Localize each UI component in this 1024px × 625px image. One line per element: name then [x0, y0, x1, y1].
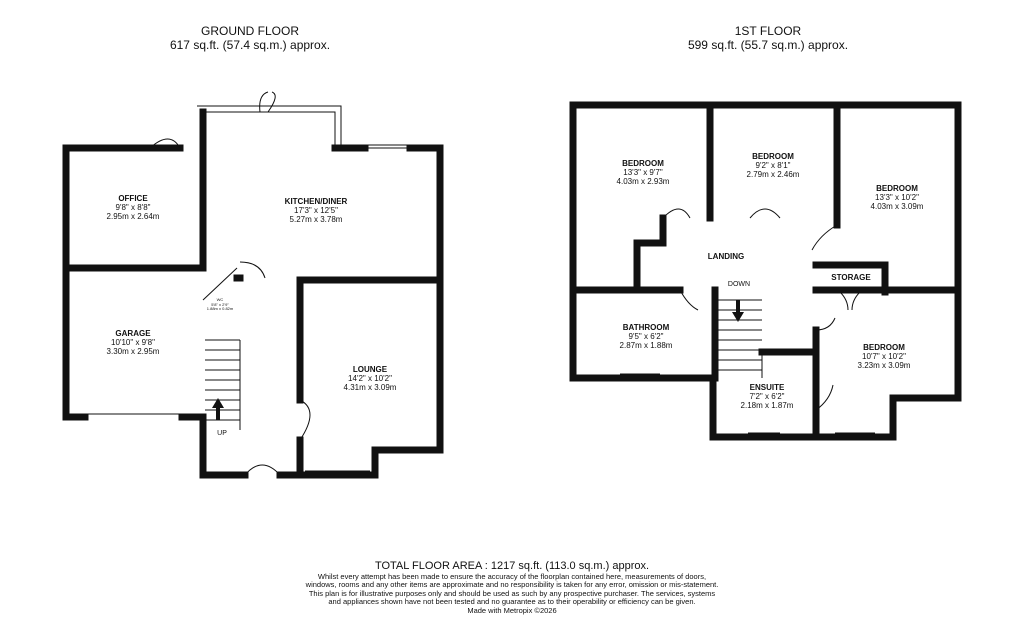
room-name: BEDROOM — [622, 159, 664, 168]
room-imperial: 10'7" x 10'2" — [862, 352, 906, 362]
room-kitchen: KITCHEN/DINER 17'3" x 12'5" 5.27m x 3.78… — [285, 197, 348, 225]
room-metric: 4.31m x 3.09m — [343, 383, 397, 393]
room-metric: 2.18m x 1.87m — [740, 401, 794, 411]
room-name: BEDROOM — [863, 343, 905, 352]
room-metric: 2.79m x 2.46m — [746, 170, 800, 180]
room-name: OFFICE — [118, 194, 148, 203]
credit: Made with Metropix ©2026 — [467, 606, 557, 616]
stairs-down-label: DOWN — [727, 281, 751, 288]
room-metric: 4.03m x 3.09m — [870, 202, 924, 212]
room-name: BEDROOM — [876, 184, 918, 193]
room-imperial: 13'3" x 9'7" — [623, 168, 663, 178]
room-imperial: 7'2" x 6'2" — [749, 392, 785, 402]
ground-floor-walls — [62, 108, 444, 479]
room-bedroom-1: BEDROOM 13'3" x 9'7" 4.03m x 2.93m — [617, 159, 670, 187]
total-floor-area: TOTAL FLOOR AREA : 1217 sq.ft. (113.0 sq… — [374, 560, 650, 572]
first-floor-area: 599 sq.ft. (55.7 sq.m.) approx. — [687, 37, 849, 52]
first-floor-name: 1ST FLOOR — [734, 24, 802, 38]
stairs-up-arrow-icon — [212, 398, 224, 420]
footer: TOTAL FLOOR AREA : 1217 sq.ft. (113.0 sq… — [300, 560, 724, 615]
ground-floor-details — [85, 91, 410, 476]
stairs-down-arrow-icon — [732, 300, 744, 322]
room-name: WC — [216, 297, 224, 302]
room-imperial: 9'8" x 8'8" — [115, 203, 151, 213]
room-landing: LANDING — [707, 252, 745, 261]
ground-floor-name: GROUND FLOOR — [200, 24, 300, 38]
room-bedroom-2: BEDROOM 9'2" x 8'1" 2.79m x 2.46m — [747, 152, 800, 180]
disclaimer: Whilst every attempt has been made to en… — [305, 572, 719, 606]
room-metric: 3.23m x 3.09m — [857, 361, 911, 371]
room-name: GARAGE — [115, 329, 151, 338]
room-bathroom: BATHROOM 9'5" x 6'2" 2.87m x 1.88m — [620, 323, 673, 351]
stairs-up-label: UP — [217, 430, 227, 437]
room-bedroom-3: BEDROOM 13'3" x 10'2" 4.03m x 3.09m — [871, 184, 924, 212]
room-imperial: 14'2" x 10'2" — [348, 374, 392, 384]
room-metric: 3.30m x 2.95m — [106, 347, 160, 357]
first-floor-title: 1ST FLOOR 599 sq.ft. (55.7 sq.m.) approx… — [687, 24, 849, 53]
room-ensuite: ENSUITE 7'2" x 6'2" 2.18m x 1.87m — [741, 383, 794, 411]
room-lounge: LOUNGE 14'2" x 10'2" 4.31m x 3.09m — [344, 365, 397, 393]
room-metric: 1.88m x 0.82m — [206, 306, 234, 312]
first-floor-walls — [569, 101, 962, 441]
room-metric: 2.95m x 2.64m — [106, 212, 160, 222]
room-office: OFFICE 9'8" x 8'8" 2.95m x 2.64m — [107, 194, 160, 222]
room-metric: 4.03m x 2.93m — [616, 177, 670, 187]
ground-floor-area: 617 sq.ft. (57.4 sq.m.) approx. — [169, 37, 331, 52]
room-imperial: 13'3" x 10'2" — [875, 193, 919, 203]
room-metric: 5.27m x 3.78m — [289, 215, 343, 225]
room-name: LOUNGE — [352, 365, 388, 374]
room-imperial: 17'3" x 12'5" — [294, 206, 338, 216]
room-imperial: 9'5" x 6'2" — [628, 332, 664, 342]
room-imperial: 5'8" x 2'9" — [211, 301, 229, 307]
room-name: BEDROOM — [752, 152, 794, 161]
ground-floor-title: GROUND FLOOR 617 sq.ft. (57.4 sq.m.) app… — [169, 24, 331, 53]
room-name: BATHROOM — [622, 323, 670, 332]
room-garage: GARAGE 10'10" x 9'8" 3.30m x 2.95m — [107, 329, 160, 357]
room-bedroom-4: BEDROOM 10'7" x 10'2" 3.23m x 3.09m — [858, 343, 911, 371]
room-imperial: 10'10" x 9'8" — [111, 338, 155, 348]
room-wc: WC 5'8" x 2'9" 1.88m x 0.82m — [206, 297, 234, 312]
room-name: KITCHEN/DINER — [284, 197, 348, 206]
first-floor-details — [620, 104, 905, 438]
room-storage: STORAGE — [831, 273, 871, 282]
room-imperial: 9'2" x 8'1" — [755, 161, 791, 171]
room-metric: 2.87m x 1.88m — [619, 341, 673, 351]
room-name: ENSUITE — [749, 383, 785, 392]
